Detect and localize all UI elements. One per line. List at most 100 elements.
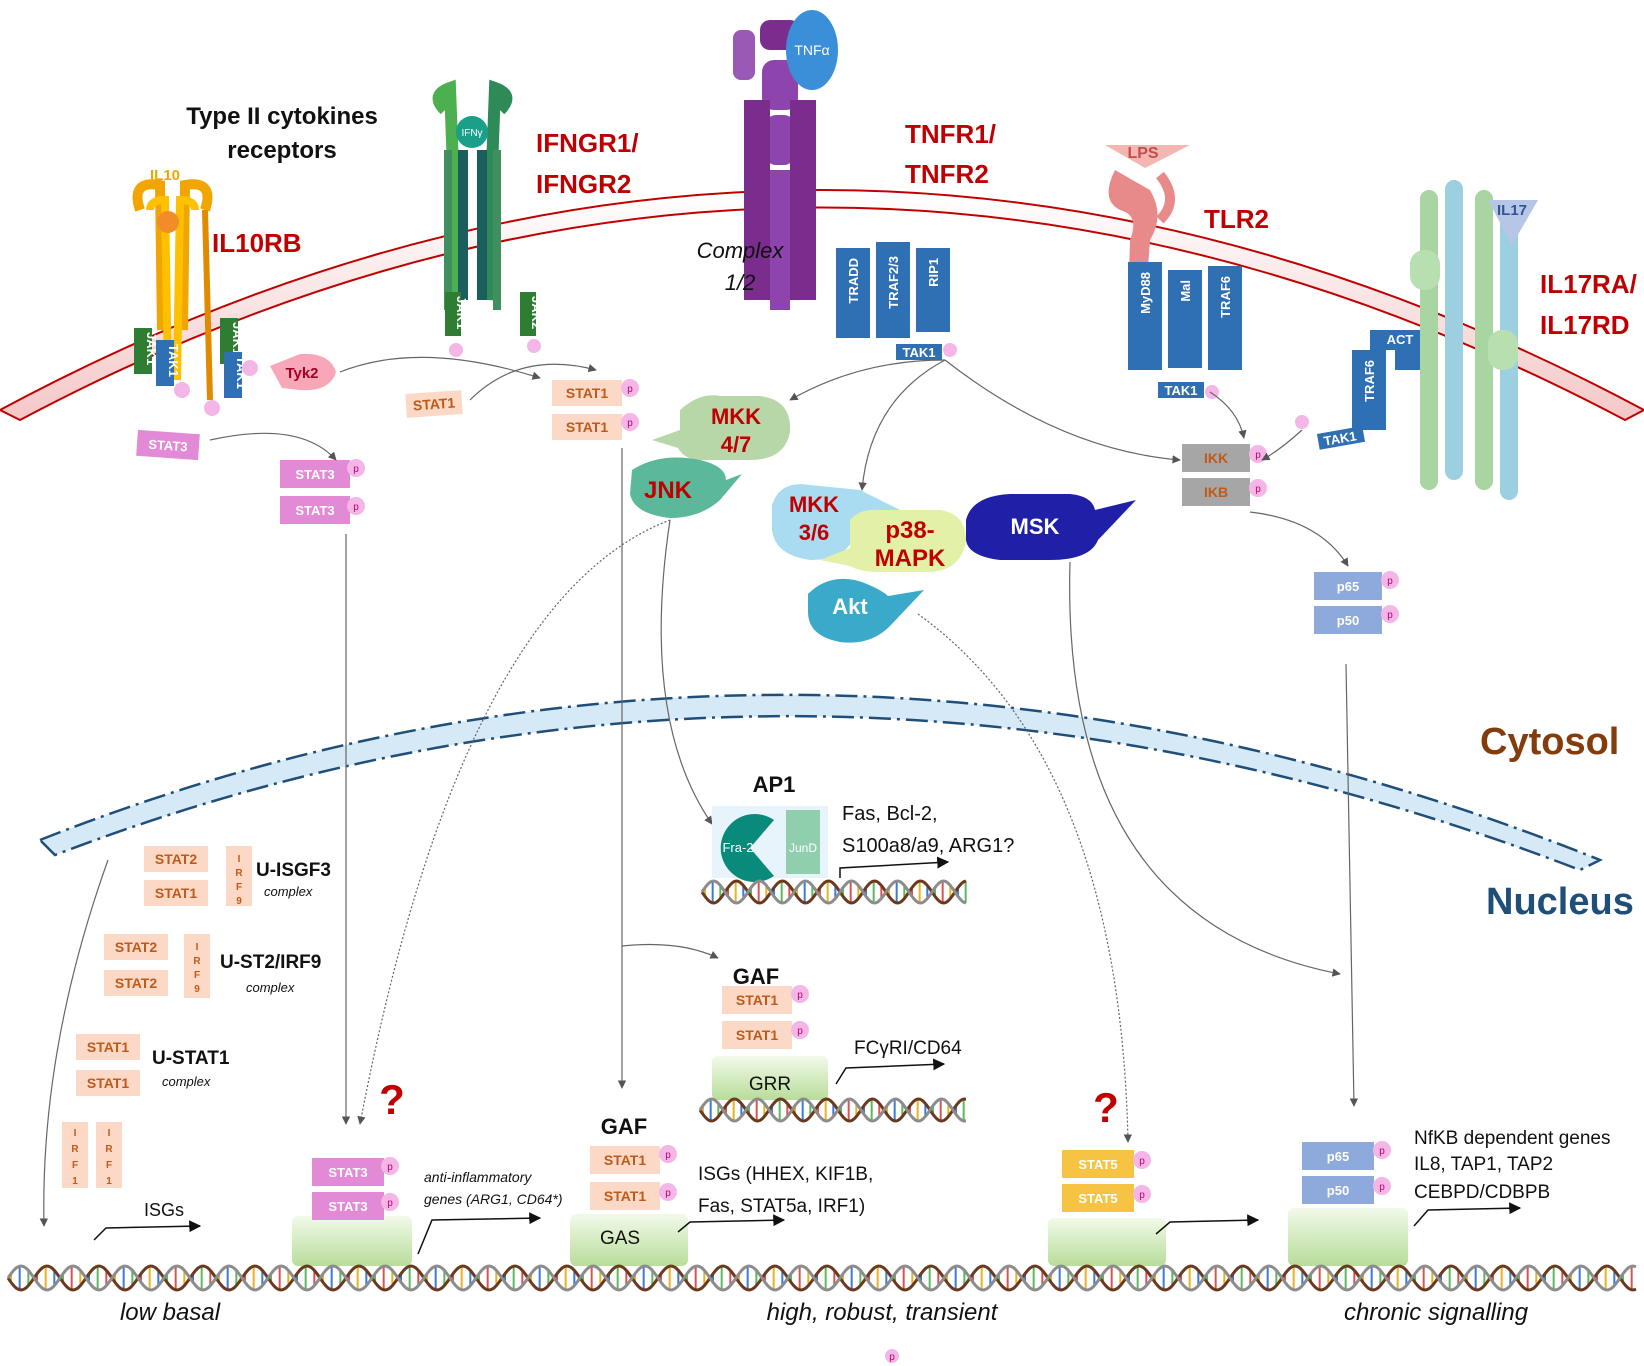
svg-text:I: I xyxy=(74,1128,77,1139)
nfkb-genes-line1: NfKB dependent genes xyxy=(1414,1128,1611,1149)
svg-text:STAT1: STAT1 xyxy=(736,1027,778,1043)
il17r-label-line2: IL17RD xyxy=(1540,310,1630,340)
nfkb-transcription-arrow xyxy=(1413,1202,1522,1227)
svg-text:TRAF6: TRAF6 xyxy=(1362,360,1377,402)
il10rb-receptor xyxy=(132,179,213,401)
dna-helix-grr xyxy=(698,1097,967,1123)
u-isgf3-complex-label: complex xyxy=(264,884,313,899)
svg-text:p: p xyxy=(1387,576,1393,587)
ap1-complex: Fra-2 JunD xyxy=(712,806,828,882)
ap1-genes-line1: Fas, Bcl-2, xyxy=(842,803,938,825)
grr-promoter: GRR xyxy=(712,1056,828,1100)
question-mark-stat3: ? xyxy=(379,1076,405,1123)
type2-receptors-title-line2: receptors xyxy=(227,137,336,164)
complex-label-line2: 1/2 xyxy=(725,270,756,295)
svg-text:p: p xyxy=(665,1188,671,1199)
svg-text:p38-: p38- xyxy=(885,517,934,544)
svg-text:R: R xyxy=(193,956,201,967)
nfkb-dna-complex: p65 p50 p p xyxy=(1288,1141,1408,1266)
svg-text:JNK: JNK xyxy=(644,477,693,504)
svg-text:TAK1: TAK1 xyxy=(166,344,181,377)
u-isgf3-label: U-ISGF3 xyxy=(256,860,331,881)
tnfr-complex: TRADD TRAF2/3 RIP1 TAK1 xyxy=(836,242,957,360)
svg-text:STAT1: STAT1 xyxy=(604,1152,646,1168)
svg-text:9: 9 xyxy=(236,896,242,907)
svg-text:p: p xyxy=(1139,1190,1145,1201)
akt-kinase: Akt xyxy=(808,578,924,643)
ap1-genes-line2: S100a8/a9, ARG1? xyxy=(842,835,1014,857)
nucleus-label: Nucleus xyxy=(1486,881,1634,923)
lps-label: LPS xyxy=(1127,145,1158,162)
il17r-receptor xyxy=(1410,180,1538,500)
svg-text:MAPK: MAPK xyxy=(875,545,946,572)
cell-membrane xyxy=(0,189,1644,422)
svg-text:F: F xyxy=(72,1160,78,1171)
tnfa-ligand-icon xyxy=(786,10,838,90)
chronic-signalling-label: chronic signalling xyxy=(1344,1299,1529,1326)
high-robust-label: high, robust, transient xyxy=(767,1299,999,1326)
u-st2-irf9-label: U-ST2/IRF9 xyxy=(220,952,321,973)
svg-text:p: p xyxy=(665,1150,671,1161)
isgs-label: ISGs xyxy=(144,1200,184,1220)
jnk-kinase: JNK xyxy=(630,457,742,518)
tyk2-kinase: Tyk2 xyxy=(270,353,336,391)
fcgr-gene-label: FCγRI/CD64 xyxy=(854,1038,962,1059)
svg-text:I: I xyxy=(238,854,241,865)
svg-text:MKK: MKK xyxy=(789,492,839,517)
svg-text:p: p xyxy=(353,464,359,475)
u-st2-irf9-complex: STAT2 STAT2 xyxy=(104,934,210,998)
tnfr-receptor: TNFα xyxy=(733,10,838,310)
svg-text:Mal: Mal xyxy=(1178,280,1193,302)
svg-text:p: p xyxy=(1379,1146,1385,1157)
svg-text:TNFα: TNFα xyxy=(794,42,829,58)
tlr2-complex: MyD88 Mal TRAF6 TAK1 xyxy=(1128,262,1242,399)
svg-text:STAT1: STAT1 xyxy=(87,1039,129,1055)
svg-text:Akt: Akt xyxy=(832,594,868,619)
il10-label: IL10 xyxy=(150,167,180,184)
il17r-complex: ACT TRAF6 TAK1 xyxy=(1295,330,1420,450)
svg-text:p: p xyxy=(387,1162,393,1173)
ap1-title: AP1 xyxy=(753,772,796,797)
dna-helix-ap1 xyxy=(700,879,967,905)
ikk-ikb-complex: IKK IKB p p xyxy=(1182,444,1267,506)
svg-text:p: p xyxy=(797,1026,803,1037)
svg-text:STAT3: STAT3 xyxy=(295,467,334,482)
svg-text:p50: p50 xyxy=(1327,1183,1349,1198)
svg-text:GRR: GRR xyxy=(749,1074,791,1095)
stat1-unphosphorylated: STAT1 xyxy=(405,390,463,418)
gaf-dna-complex: GAS STAT1 STAT1 p p xyxy=(570,1145,688,1266)
svg-text:JAK1: JAK1 xyxy=(144,332,159,365)
ifng-ligand-icon xyxy=(456,116,488,148)
svg-text:STAT2: STAT2 xyxy=(115,939,157,955)
gaf-title-lower: GAF xyxy=(601,1114,647,1139)
nfkb-genes-line2: IL8, TAP1, TAP2 xyxy=(1414,1154,1553,1175)
svg-text:p: p xyxy=(1255,484,1261,495)
nuclear-envelope xyxy=(37,693,1604,872)
svg-text:9: 9 xyxy=(194,984,200,995)
svg-text:STAT5: STAT5 xyxy=(1078,1191,1117,1206)
il17r-label-line1: IL17RA/ xyxy=(1540,269,1637,299)
svg-text:MKK: MKK xyxy=(711,404,761,429)
svg-text:STAT3: STAT3 xyxy=(328,1165,367,1180)
complex-label-line1: Complex xyxy=(697,238,785,263)
u-isgf3-complex: STAT2 STAT1 xyxy=(144,846,252,906)
il17-ligand-icon xyxy=(1488,200,1538,245)
svg-text:Tyk2: Tyk2 xyxy=(285,365,318,382)
svg-text:F: F xyxy=(236,882,242,893)
il10-ligand-icon xyxy=(157,211,179,233)
svg-text:STAT1: STAT1 xyxy=(566,419,608,435)
lps-ligand-icon xyxy=(1105,145,1190,168)
svg-text:MyD88: MyD88 xyxy=(1138,272,1153,314)
tlr2-label: TLR2 xyxy=(1204,204,1269,234)
mkk47-kinase: MKK 4/7 xyxy=(652,395,791,460)
ifngr-label-line2: IFNGR2 xyxy=(536,169,631,199)
svg-text:STAT5: STAT5 xyxy=(1078,1157,1117,1172)
svg-text:R: R xyxy=(105,1144,113,1155)
stat3-transcription-arrow xyxy=(417,1212,542,1255)
svg-text:1: 1 xyxy=(106,1176,112,1187)
svg-text:TAK1: TAK1 xyxy=(903,345,936,360)
svg-text:p: p xyxy=(1255,450,1261,461)
svg-text:TAK1: TAK1 xyxy=(1165,383,1198,398)
cytosol-label: Cytosol xyxy=(1480,721,1619,763)
svg-text:STAT1: STAT1 xyxy=(736,992,778,1008)
